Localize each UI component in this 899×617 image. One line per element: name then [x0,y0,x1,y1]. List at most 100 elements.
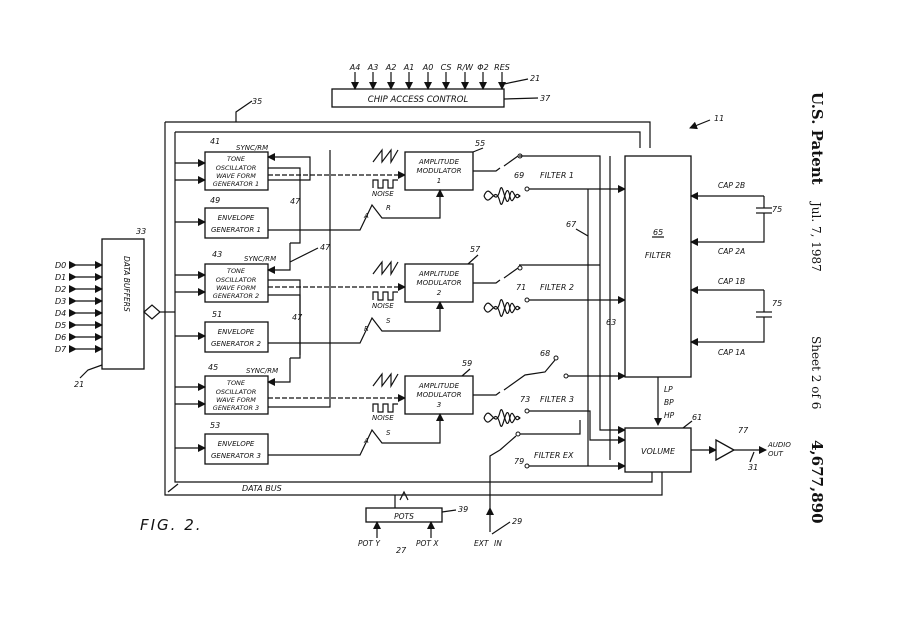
pulse-icon [372,291,398,301]
osc-text: WAVE FORM [216,172,256,180]
filter-3-label: FILTER 3 [540,395,574,404]
ref-51: 51 [212,310,222,319]
volume-block [624,427,692,473]
patent-number: 4,677,890 [808,440,826,524]
oscillator-2 [204,263,269,303]
am-text: MODULATOR [417,391,462,399]
pin-label: R/W [457,63,474,72]
osc-text: TONE [227,379,246,387]
ref-57: 57 [470,245,481,254]
adsr-letter: S [386,429,391,437]
ref-43: 43 [212,250,222,259]
ref-31: 31 [748,463,758,472]
mix-lines: 67 63 [566,156,616,466]
osc-text: TONE [227,267,246,275]
pin-label: A0 [422,63,434,72]
oscillator-1 [204,151,269,191]
osc-text: OSCILLATOR [216,388,257,396]
adsr-letter: S [386,317,391,325]
osc-text: WAVE FORM [216,396,256,404]
adsr-letter: A [363,212,369,220]
noise-label: NOISE [372,190,394,198]
waveform-icon [483,299,521,315]
patent-title: U.S. Patent [808,92,826,185]
envelope-2 [204,321,269,353]
data-line-label: D0 [55,261,66,270]
am-text: AMPLITUDE [418,382,460,390]
ref-49: 49 [210,196,220,205]
ref-47: 47 [320,243,331,252]
lp-label: LP [664,385,673,394]
sawtooth-icon [372,148,399,165]
envelope-3 [204,433,269,465]
pin-label: RES [494,63,510,72]
patent-side-header: U.S. Patent Jul. 7, 1987 Sheet 2 of 6 4,… [808,92,826,524]
pin-label: A1 [403,63,415,72]
ref-77: 77 [738,426,749,435]
ref-68: 68 [540,349,550,358]
voice-1: TONE OSCILLATOR WAVE FORM GENERATOR 1 41… [175,137,626,434]
adsr-letter: R [386,204,391,212]
noise-label: NOISE [372,414,394,422]
amplitude-modulator-2 [404,263,474,303]
amplifier-icon [715,438,736,462]
patent-sheet: Sheet 2 of 6 [809,336,823,409]
waveform-icon [483,187,521,203]
am-text: 2 [437,289,442,297]
hp-label: HP [664,411,675,420]
osc-text: GENERATOR 1 [213,180,259,188]
data-line-label: D6 [55,333,66,342]
ref-69: 69 [514,171,524,180]
pulse-icon [372,179,398,189]
ref-21: 21 [74,380,84,389]
data-line-label: D1 [55,273,66,282]
data-lines: D0 D1 D2 D3 D4 D5 D6 D7 [55,261,103,354]
voice-2: TONE OSCILLATOR WAVE FORM GENERATOR 2 43… [175,243,626,359]
ref-11: 11 [714,114,724,123]
ref-61: 61 [692,413,702,422]
filter-ex-label: FILTER EX [534,451,574,460]
audio-output: 77 AUDIO OUT 31 [691,426,791,472]
sawtooth-icon [372,372,399,389]
env-text: ENVELOPE [218,328,255,336]
data-line-label: D2 [55,285,66,294]
chip-access-label: CHIP ACCESS CONTROL [368,95,469,105]
ref-33: 33 [136,227,146,236]
osc-text: WAVE FORM [216,284,256,292]
voice-3: TONE OSCILLATOR WAVE FORM GENERATOR 3 45… [175,150,626,465]
audio-out-label: OUT [768,450,784,458]
env-text: GENERATOR 2 [211,340,262,348]
data-buffers [101,238,145,370]
cap-label: CAP 2A [718,247,745,256]
adsr-letter: R [364,325,369,333]
amplitude-modulator-1 [404,151,474,191]
am-text: MODULATOR [417,167,462,175]
sync-label: SYNC/RM [244,255,276,263]
sawtooth-icon [372,260,399,277]
data-bus-label: DATA BUS [242,484,282,493]
bp-label: BP [664,398,674,407]
pin-label: Φ2 [477,63,488,72]
cap-label: CAP 1B [718,277,745,286]
volume-label: VOLUME [641,447,676,456]
ref-73: 73 [520,395,530,404]
ref-75: 75 [772,299,782,308]
capacitors: CAP 2B CAP 2A 75 CAP 1B CAP 1A 75 [690,181,782,357]
ref-71: 71 [516,283,526,292]
am-text: 1 [437,177,441,185]
control-pins: A4 A3 A2 A1 A0 CS R/W Φ2 RES [349,63,510,90]
am-text: AMPLITUDE [418,270,460,278]
ref-79: 79 [514,457,524,466]
chip-access-control: CHIP ACCESS CONTROL [331,88,505,108]
ref-59: 59 [462,359,472,368]
amplitude-modulator-3 [404,375,474,415]
ext-in-label: EXT [474,539,490,548]
env-text: GENERATOR 3 [211,452,261,460]
osc-text: OSCILLATOR [216,276,257,284]
pin-label: A2 [385,63,397,72]
waveform-icon [483,409,521,425]
ref-27: 27 [396,546,407,555]
pot-x-label: POT X [416,539,439,548]
osc-text: GENERATOR 2 [213,292,259,300]
